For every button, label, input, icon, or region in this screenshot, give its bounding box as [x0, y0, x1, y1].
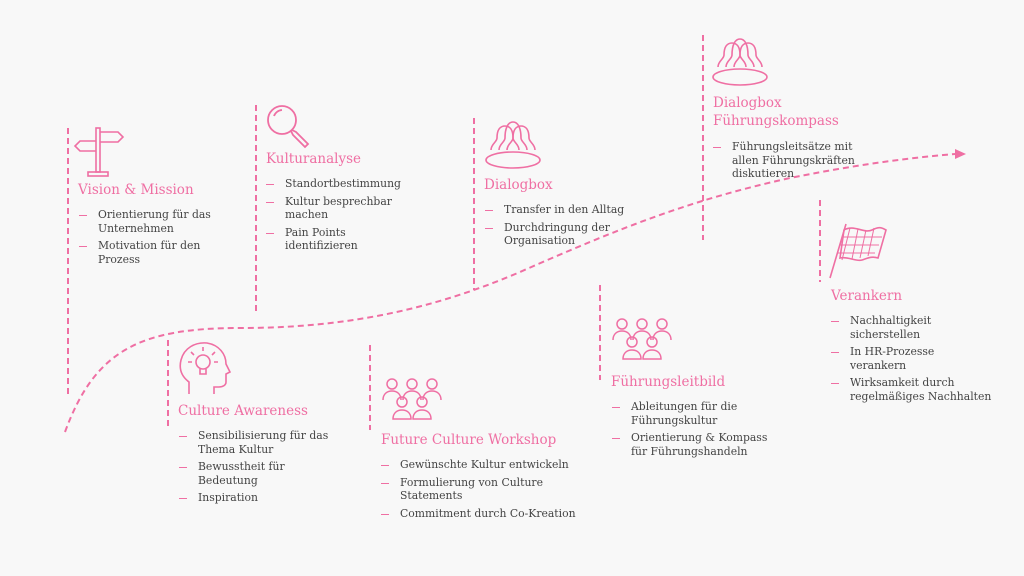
bullet: Commitment durch Co-Kreation [381, 507, 576, 521]
magnifier-icon [267, 105, 310, 149]
bullet: Pain Points identifizieren [266, 226, 401, 253]
stage-bullets: Transfer in den Alltag Durchdringung der… [485, 203, 624, 252]
bullet: Kultur besprechbar machen [266, 195, 401, 222]
stage-title: Dialogbox [484, 177, 553, 193]
bullet: Transfer in den Alltag [485, 203, 624, 217]
bullet: Sensibilisierung für das Thema Kultur [179, 429, 328, 456]
group-icon [382, 378, 442, 420]
checkered-flag-icon [829, 223, 887, 279]
stage-bullets: Nachhaltigkeit sicherstellen In HR-Proze… [831, 314, 991, 407]
stage-bullets: Gewünschte Kultur entwickeln Formulierun… [381, 458, 576, 524]
bullet: Durchdringung der Organisation [485, 221, 624, 248]
head-lightbulb-icon [179, 342, 231, 394]
progress-curve [64, 153, 956, 433]
stage-bullets: Orientierung für das Unternehmen Motivat… [79, 208, 211, 270]
bullet: In HR-Prozesse verankern [831, 345, 991, 372]
stage-title: Dialogbox Führungskompass [713, 95, 839, 129]
stage-bullets: Sensibilisierung für das Thema Kultur Be… [179, 429, 328, 509]
group-icon [612, 318, 672, 360]
stage-title: Vision & Mission [78, 182, 194, 198]
stage-title: Führungsleitbild [611, 374, 726, 390]
bullet: Formulierung von Culture Statements [381, 476, 576, 503]
bullet: Orientierung für das Unternehmen [79, 208, 211, 235]
bullet: Motivation für den Prozess [79, 239, 211, 266]
bullet: Bewusstheit für Bedeutung [179, 460, 328, 487]
stage-title: Kulturanalyse [266, 151, 362, 167]
bullet: Inspiration [179, 491, 328, 505]
people-table-icon [712, 38, 768, 86]
bullet: Nachhaltigkeit sicherstellen [831, 314, 991, 341]
bullet: Ableitungen für die Führungskultur [612, 400, 767, 427]
stage-bullets: Ableitungen für die Führungskultur Orien… [612, 400, 767, 462]
stage-bullets: Standortbestimmung Kultur besprechbar ma… [266, 177, 401, 257]
bullet: Standortbestimmung [266, 177, 401, 191]
bullet: Orientierung & Kompass für Führungshande… [612, 431, 767, 458]
stage-title: Verankern [831, 288, 903, 304]
stage-bullets: Führungsleitsätze mit allen Führungskräf… [713, 140, 855, 185]
people-table-icon [485, 121, 541, 169]
bullet: Gewünschte Kultur entwickeln [381, 458, 576, 472]
signpost-icon [73, 127, 125, 177]
stage-title: Future Culture Workshop [381, 432, 557, 448]
bullet: Führungsleitsätze mit allen Führungskräf… [713, 140, 855, 181]
stage-title: Culture Awareness [178, 403, 308, 419]
arrow-head-icon [955, 149, 966, 159]
bullet: Wirksamkeit durch regelmäßiges Nachhalte… [831, 376, 991, 403]
